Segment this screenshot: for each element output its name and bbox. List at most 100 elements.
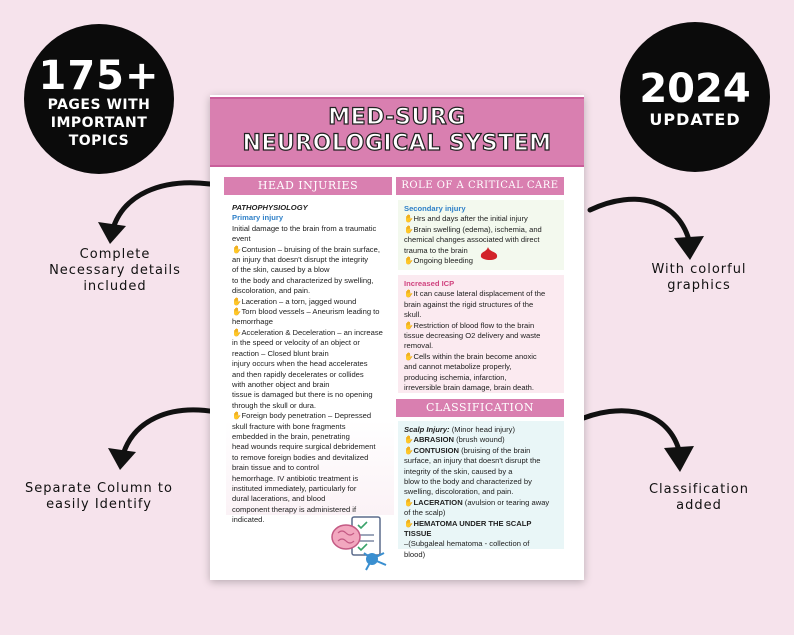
text-line: embedded in the brain, penetrating — [232, 431, 350, 441]
bullet-text: LACERATION (avulsion or tearing away — [413, 497, 550, 507]
critical-care-header: ROLE OF A CRITICAL CARE NURSE — [396, 177, 564, 209]
callout-complete-details: Complete Necessary details included — [40, 247, 190, 295]
text-line: instituted immediately, particularly for — [232, 483, 357, 493]
text-line: to remove foreign bodies and devitalized — [232, 452, 369, 462]
text-line: producing ischemia, infarction, — [404, 372, 507, 382]
classification-header: CLASSIFICATION — [396, 399, 564, 417]
bullet-text: ABRASION (brush wound) — [413, 435, 505, 445]
pages-count: 175+ — [38, 53, 160, 99]
text-line: dural lacerations, and blood — [232, 494, 326, 504]
blood-drop-icon — [480, 247, 498, 260]
text-line: ✋Acceleration & Deceleration – an increa… — [232, 328, 388, 338]
text-line: discoloration, and pain. — [232, 286, 311, 296]
updated-label: UPDATED — [649, 110, 741, 129]
text-line: swelling, discoloration, and pain. — [404, 487, 514, 497]
badge-line-1: PAGES WITH — [47, 97, 151, 113]
text-line: –(Subgaleal hematoma - collection of — [404, 539, 530, 549]
text-line: surface, an injury that doesn't disrupt … — [404, 456, 541, 466]
callout-colorful-graphics: With colorful graphics — [624, 262, 774, 294]
text-line: removal. — [404, 341, 434, 351]
document-page: MED-SURG NEUROLOGICAL SYSTEM HEAD INJURI… — [210, 95, 584, 580]
text-line: ✋Hrs and days after the initial injury — [404, 214, 558, 224]
hand-bullet-icon: ✋ — [232, 244, 242, 254]
text-line: ✋Torn blood vessels – Aneurism leading t… — [232, 307, 388, 317]
bullet-text: HEMATOMA UNDER THE SCALP TISSUE — [404, 518, 532, 539]
hand-bullet-icon: ✋ — [404, 351, 414, 361]
scalp-injury-heading: Scalp Injury: — [404, 425, 450, 434]
hand-bullet-icon: ✋ — [232, 411, 242, 421]
badge-line-2: IMPORTANT — [50, 115, 148, 131]
text-line: tissue decreasing O2 delivery and waste — [404, 331, 541, 341]
text-line: of the scalp) — [404, 508, 446, 518]
text-line: ✋ABRASION (brush wound) — [404, 435, 558, 445]
hand-bullet-icon: ✋ — [404, 224, 414, 234]
text-line: with another object and brain — [232, 379, 330, 389]
hand-bullet-icon: ✋ — [404, 435, 414, 445]
arrow-top-right-icon — [587, 196, 704, 260]
pages-count-badge: 175+ PAGES WITH IMPORTANT TOPICS — [24, 24, 174, 174]
bullet-text: Brain swelling (edema), ischemia, and — [413, 224, 542, 234]
bullet-text: Laceration – a torn, jagged wound — [241, 296, 357, 306]
callout-line: Necessary details — [49, 263, 181, 278]
callout-line: Classification — [648, 482, 750, 497]
text-line: ✋LACERATION (avulsion or tearing away — [404, 498, 558, 508]
hand-bullet-icon: ✋ — [232, 307, 242, 317]
text-line: ✋Brain swelling (edema), ischemia, and — [404, 225, 558, 235]
callout-line: easily Identify — [46, 497, 152, 512]
text-line: Initial damage to the brain from a traum… — [232, 223, 377, 233]
hand-bullet-icon: ✋ — [404, 289, 414, 299]
pathophysiology-heading: PATHOPHYSIOLOGY — [232, 203, 308, 212]
bullet-text: Torn blood vessels – Aneurism leading to — [241, 307, 380, 317]
text-line: chemical changes associated with direct — [404, 235, 540, 245]
classification-panel: Scalp Injury: (Minor head injury) ✋ABRAS… — [398, 421, 564, 559]
text-line: through the skull or dura. — [232, 400, 317, 410]
text-line: ✋Ongoing bleeding — [404, 256, 558, 266]
bullet-text: Restriction of blood flow to the brain — [413, 320, 535, 330]
text-line: an injury that doesn't disrupt the integ… — [232, 255, 369, 265]
bullet-text: Cells within the brain become anoxic — [413, 351, 537, 361]
bullet-text: It can cause lateral displacement of the — [413, 289, 546, 299]
callout-line: graphics — [667, 278, 731, 293]
text-line: ✋It can cause lateral displacement of th… — [404, 289, 558, 299]
callout-classification: Classification added — [624, 482, 774, 514]
hand-bullet-icon: ✋ — [404, 256, 414, 266]
hand-bullet-icon: ✋ — [232, 327, 242, 337]
text-line: integrity of the skin, caused by a — [404, 466, 513, 476]
bullet-text: Contusion – bruising of the brain surfac… — [241, 244, 380, 254]
badge-line-3: TOPICS — [68, 133, 130, 149]
title-line-2: NEUROLOGICAL SYSTEM — [242, 130, 552, 156]
callout-line: With colorful — [651, 262, 747, 277]
callout-line: Complete — [79, 247, 151, 262]
hand-bullet-icon: ✋ — [404, 214, 414, 224]
text-line: of the skin, caused by a blow — [232, 265, 330, 275]
text-line: event — [232, 234, 251, 244]
text-line: ✋Contusion – bruising of the brain surfa… — [232, 245, 388, 255]
text-line: hemorrhage. IV antibiotic treatment is — [232, 473, 359, 483]
text-line: ✋Cells within the brain become anoxic — [404, 352, 558, 362]
arrow-top-left-icon — [98, 180, 213, 244]
text-line: hemorrhage — [232, 317, 273, 327]
hand-bullet-icon: ✋ — [404, 518, 414, 528]
text-line: ✋HEMATOMA UNDER THE SCALP TISSUE — [404, 519, 558, 540]
brain-checklist-icon — [331, 516, 387, 571]
bullet-text: Acceleration & Deceleration – an increas… — [241, 327, 383, 337]
text-line: blood) — [404, 549, 426, 559]
text-line: tissue is damaged but there is no openin… — [232, 390, 373, 400]
arrow-bottom-right-icon — [571, 408, 694, 472]
text-line: ✋Laceration – a torn, jagged wound — [232, 297, 388, 307]
scalp-injury-line: Scalp Injury: (Minor head injury) — [404, 425, 558, 435]
arrow-bottom-left-icon — [108, 407, 219, 470]
text-line: injury occurs when the head accelerates — [232, 359, 368, 369]
head-injuries-panel: PATHOPHYSIOLOGY Primary injury Initial d… — [226, 199, 394, 524]
year-badge: 2024 UPDATED — [620, 22, 770, 172]
text-line: reaction – Closed blunt brain — [232, 348, 329, 358]
increased-icp-panel: Increased ICP ✋It can cause lateral disp… — [398, 275, 564, 393]
year: 2024 — [639, 66, 751, 112]
callout-line: included — [83, 279, 147, 294]
text-line: indicated. — [232, 515, 265, 525]
hand-bullet-icon: ✋ — [404, 320, 414, 330]
primary-injury-heading: Primary injury — [232, 213, 284, 223]
increased-icp-heading: Increased ICP — [404, 279, 455, 288]
secondary-injury-heading: Secondary injury — [404, 204, 466, 213]
text-line: and cannot metabolize properly, — [404, 362, 512, 372]
